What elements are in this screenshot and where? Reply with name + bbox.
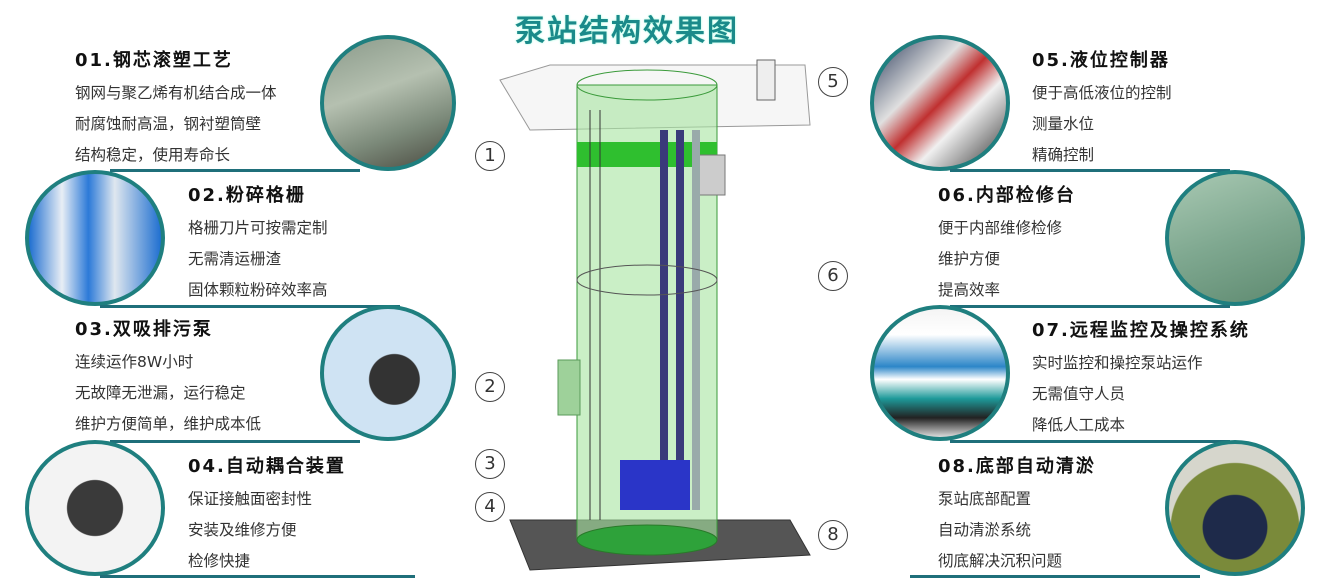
section-title: 05.液位控制器 bbox=[1032, 50, 1170, 71]
section-text: 检修快捷 bbox=[188, 552, 251, 570]
section-maintenance-platform: 06.内部检修台 便于内部维修检修 维护方便 提高效率 bbox=[938, 181, 1076, 306]
section-text: 实时监控和操控泵站运作 bbox=[1032, 354, 1203, 372]
callout-3: 3 bbox=[475, 449, 505, 479]
section-text: 无需清运栅渣 bbox=[188, 250, 282, 268]
section-auto-desilting: 08.底部自动清淤 泵站底部配置 自动清淤系统 彻底解决沉积问题 bbox=[938, 452, 1096, 577]
section-title: 07.远程监控及操控系统 bbox=[1032, 320, 1250, 341]
section-title: 04.自动耦合装置 bbox=[188, 456, 346, 477]
section-text: 精确控制 bbox=[1032, 146, 1095, 164]
divider bbox=[100, 305, 400, 308]
page-title: 泵站结构效果图 bbox=[515, 14, 739, 49]
section-text: 结构稳定，使用寿命长 bbox=[75, 146, 231, 164]
section-text: 连续运作8W小时 bbox=[75, 353, 194, 371]
divider bbox=[950, 440, 1230, 443]
section-text: 安装及维修方便 bbox=[188, 521, 297, 539]
section-remote-monitoring: 07.远程监控及操控系统 实时监控和操控泵站运作 无需值守人员 降低人工成本 bbox=[1032, 316, 1250, 441]
section-text: 测量水位 bbox=[1032, 115, 1095, 133]
pump-station-diagram bbox=[499, 59, 811, 571]
section-text: 提高效率 bbox=[938, 281, 1001, 299]
pump-photo bbox=[320, 305, 456, 441]
section-level-controller: 05.液位控制器 便于高低液位的控制 测量水位 精确控制 bbox=[1032, 46, 1172, 171]
divider bbox=[910, 575, 1200, 578]
controller-photo bbox=[870, 35, 1010, 171]
steel-pipe-photo bbox=[320, 35, 456, 171]
section-title: 08.底部自动清淤 bbox=[938, 456, 1096, 477]
coupling-photo bbox=[25, 440, 165, 576]
section-grinder: 02.粉碎格栅 格栅刀片可按需定制 无需清运栅渣 固体颗粒粉碎效率高 bbox=[188, 181, 328, 306]
section-title: 03.双吸排污泵 bbox=[75, 319, 213, 340]
grinder-photo bbox=[25, 170, 165, 306]
callout-1: 1 bbox=[475, 141, 505, 171]
monitor-photo bbox=[870, 305, 1010, 441]
callout-8: 8 bbox=[818, 520, 848, 550]
level-controller bbox=[756, 59, 776, 101]
section-text: 保证接触面密封性 bbox=[188, 490, 313, 508]
divider bbox=[100, 575, 415, 578]
section-text: 耐腐蚀耐高温，钢衬塑筒壁 bbox=[75, 115, 262, 133]
section-steel-core: 01.钢芯滚塑工艺 钢网与聚乙烯有机结合成一体 耐腐蚀耐高温，钢衬塑筒壁 结构稳… bbox=[75, 46, 277, 171]
platform-photo bbox=[1165, 170, 1305, 306]
section-text: 泵站底部配置 bbox=[938, 490, 1032, 508]
divider bbox=[950, 169, 1230, 172]
section-text: 格栅刀片可按需定制 bbox=[188, 219, 328, 237]
section-text: 钢网与聚乙烯有机结合成一体 bbox=[75, 84, 277, 102]
callout-5: 5 bbox=[818, 67, 848, 97]
section-pump: 03.双吸排污泵 连续运作8W小时 无故障无泄漏，运行稳定 维护方便简单，维护成… bbox=[75, 315, 261, 440]
section-text: 无需值守人员 bbox=[1032, 385, 1126, 403]
section-text: 便于内部维修检修 bbox=[938, 219, 1063, 237]
desilting-pump-photo bbox=[1165, 440, 1305, 576]
divider bbox=[110, 440, 360, 443]
callout-2: 2 bbox=[475, 372, 505, 402]
section-title: 06.内部检修台 bbox=[938, 185, 1076, 206]
section-title: 01.钢芯滚塑工艺 bbox=[75, 50, 233, 71]
callout-6: 6 bbox=[818, 261, 848, 291]
section-text: 维护方便简单，维护成本低 bbox=[75, 415, 262, 433]
section-text: 降低人工成本 bbox=[1032, 416, 1126, 434]
section-text: 固体颗粒粉碎效率高 bbox=[188, 281, 328, 299]
callout-4: 4 bbox=[475, 492, 505, 522]
pump bbox=[620, 460, 690, 510]
section-coupling: 04.自动耦合装置 保证接触面密封性 安装及维修方便 检修快捷 bbox=[188, 452, 346, 577]
section-title: 02.粉碎格栅 bbox=[188, 185, 306, 206]
section-text: 便于高低液位的控制 bbox=[1032, 84, 1172, 102]
section-text: 彻底解决沉积问题 bbox=[938, 552, 1063, 570]
inlet-pipe bbox=[557, 359, 581, 416]
divider bbox=[950, 305, 1230, 308]
section-text: 无故障无泄漏，运行稳定 bbox=[75, 384, 246, 402]
section-text: 自动清淤系统 bbox=[938, 521, 1032, 539]
divider bbox=[110, 169, 360, 172]
section-text: 维护方便 bbox=[938, 250, 1001, 268]
